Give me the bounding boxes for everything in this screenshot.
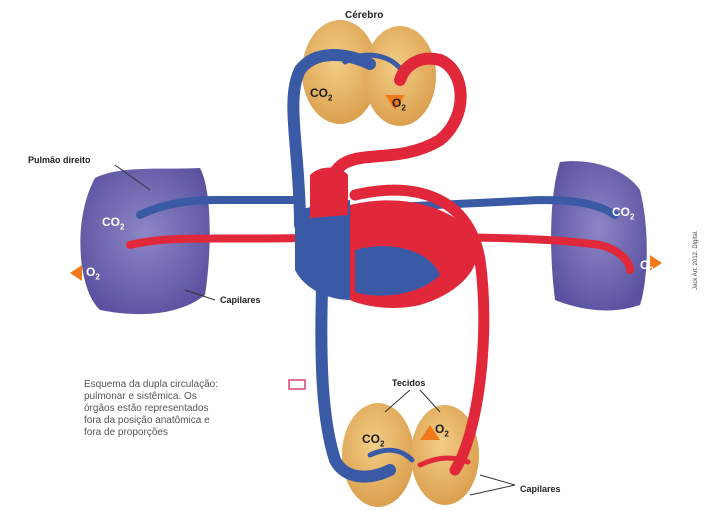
brain-o2-label: O2 [392,96,406,112]
caption-line: fora da posição anatômica e [84,415,289,427]
tissues-label: Tecidos [392,378,425,388]
caption-line: órgãos estão representados [84,403,289,415]
capillaries-label-bottom: Capilares [520,484,561,494]
right-lung-o2-label: O2 [86,265,100,281]
tissue-co2-label: CO2 [362,432,384,448]
brain-label: Cérebro [345,10,383,21]
left-lung [551,161,647,310]
right-lung-co2-label: CO2 [102,215,124,231]
caption-marker [289,380,305,389]
capillaries-label-left: Capilares [220,295,261,305]
right-lung-label: Pulmão direito [28,155,91,165]
diagram-caption: Esquema da dupla circulação: pulmonar e … [84,379,289,439]
tissue-o2-label: O2 [435,422,449,438]
left-lung-co2-label: CO2 [612,205,634,221]
caption-line: pulmonar e sistêmica. Os [84,391,289,403]
brain-co2-label: CO2 [310,86,332,102]
image-credit: Jack Art. 2012. Digital. [693,230,699,290]
caption-line: fora de proporções [84,427,289,439]
left-lung-o2-label: O2 [640,258,654,274]
caption-line: Esquema da dupla circulação: [84,379,289,391]
